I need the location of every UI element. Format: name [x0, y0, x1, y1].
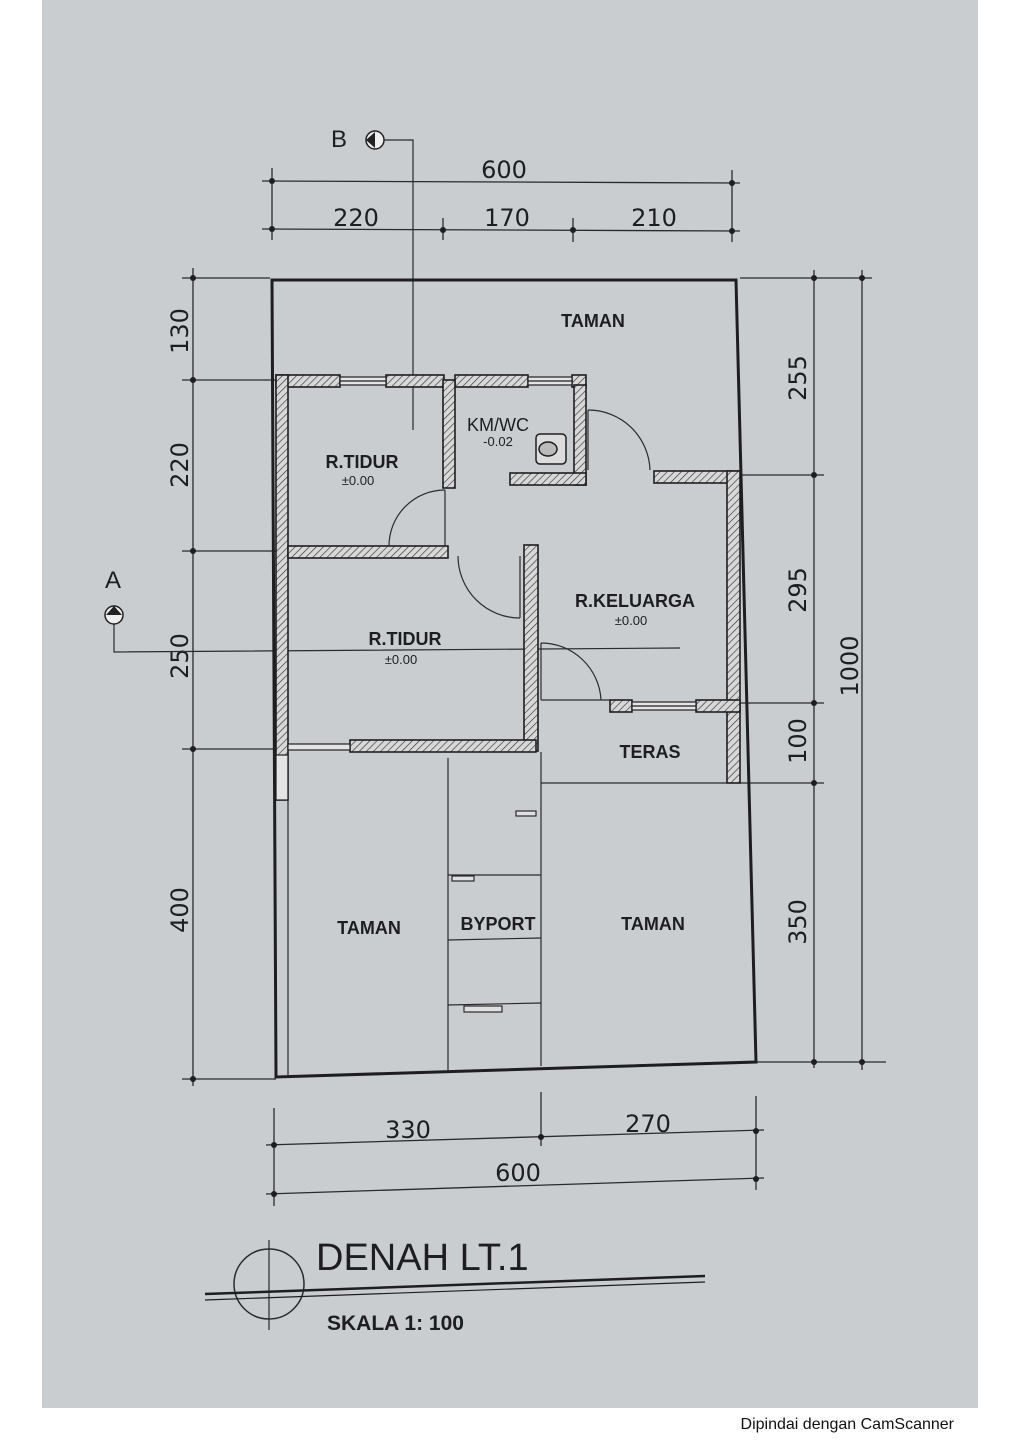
room-tidur-2-name: R.TIDUR: [369, 629, 442, 649]
left-dimension-ticks: [190, 275, 196, 1082]
dim-bottom-total: 600: [495, 1159, 541, 1187]
bottom-dimension-ticks: [271, 1128, 759, 1197]
door-swings: [388, 409, 651, 701]
dim-top-1: 220: [333, 204, 379, 232]
dim-left-2: 220: [166, 442, 194, 488]
room-tidur-2-level: ±0.00: [385, 652, 417, 667]
dim-right-3: 100: [784, 718, 812, 764]
room-taman-top: TAMAN: [561, 311, 625, 331]
section-b-marker: B: [331, 126, 414, 430]
room-teras: TERAS: [619, 742, 680, 762]
plot-boundary: [270, 278, 758, 1079]
dim-left-3: 250: [166, 633, 194, 679]
room-byport: BYPORT: [460, 914, 535, 934]
top-dimension-ticks: [269, 178, 735, 234]
right-dimension-lines: [740, 270, 886, 1070]
dim-top-2: 170: [484, 204, 530, 232]
section-a-label: A: [105, 567, 121, 594]
room-taman-left: TAMAN: [337, 918, 401, 938]
toilet-fixture: [535, 433, 567, 465]
floor-plan-drawing: 600 220 170 210 130 220 250 400 255 295 …: [104, 126, 886, 1335]
section-b-label: B: [331, 126, 347, 153]
interior-lines: [287, 699, 740, 1075]
bottom-dimension-lines: [265, 1092, 765, 1206]
left-dimension-lines: [182, 268, 276, 1086]
room-keluarga-level: ±0.00: [615, 613, 647, 628]
scanned-sheet: 600 220 170 210 130 220 250 400 255 295 …: [42, 0, 978, 1408]
dim-right-total: 1000: [836, 635, 864, 696]
room-keluarga-name: R.KELUARGA: [575, 591, 695, 611]
dim-left-1: 130: [166, 308, 194, 354]
room-kmwc-name: KM/WC: [467, 415, 529, 435]
room-tidur-1-level: ±0.00: [342, 473, 374, 488]
drawing-title: DENAH LT.1: [316, 1237, 529, 1279]
dim-right-1: 255: [784, 355, 812, 401]
dim-top-total: 600: [481, 156, 527, 184]
scanner-footer: Dipindai dengan CamScanner: [740, 1416, 954, 1433]
room-taman-right: TAMAN: [621, 914, 685, 934]
section-a-marker: A: [104, 567, 681, 653]
dim-right-4: 350: [784, 899, 812, 945]
dim-top-3: 210: [631, 204, 677, 232]
dim-right-2: 295: [784, 567, 812, 613]
title-block: DENAH LT.1 SKALA 1: 100: [204, 1237, 706, 1335]
room-kmwc-level: -0.02: [483, 434, 513, 449]
right-dimension-ticks: [811, 275, 865, 1065]
walls: [275, 374, 741, 801]
dim-bottom-1: 330: [385, 1116, 431, 1144]
room-tidur-1-name: R.TIDUR: [326, 452, 399, 472]
dim-bottom-2: 270: [625, 1110, 671, 1138]
drawing-scale: SKALA 1: 100: [327, 1312, 464, 1335]
dim-left-4: 400: [166, 887, 194, 933]
